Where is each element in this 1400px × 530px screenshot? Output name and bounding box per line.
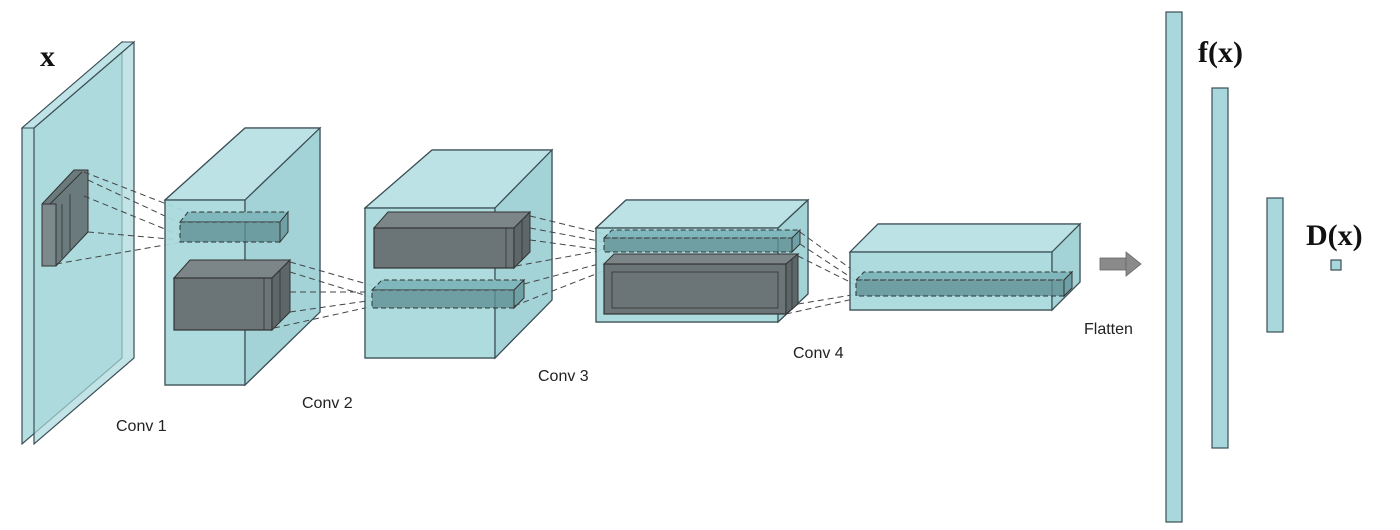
conv3-volume [594, 198, 810, 324]
input-receptive-field [41, 169, 89, 267]
connections-conv2-conv3 [513, 215, 607, 307]
flatten-arrow-icon [1099, 251, 1142, 277]
conv4-volume [848, 222, 1082, 312]
conv4-label: Conv 4 [793, 345, 844, 362]
hidden-vector [1266, 197, 1284, 333]
feature-label: f(x) [1198, 36, 1243, 69]
input-label: x [40, 40, 55, 73]
conv3-kernel-slab [602, 228, 802, 254]
conv1-label: Conv 1 [116, 418, 167, 435]
flatten-vector [1165, 11, 1183, 523]
conv2-kernel-slab [370, 278, 526, 310]
conv3-filter-block [602, 252, 800, 316]
conv4-kernel-slab [854, 270, 1074, 298]
flatten-label: Flatten [1084, 321, 1133, 338]
conv2-filter-block [372, 210, 532, 270]
connections-conv1-conv2 [273, 261, 375, 329]
conv3-label: Conv 3 [538, 368, 589, 385]
output-unit [1330, 259, 1342, 271]
conv1-kernel-slab [178, 210, 290, 244]
conv2-label: Conv 2 [302, 395, 353, 412]
connections-input-conv1 [55, 171, 183, 265]
output-label: D(x) [1306, 219, 1363, 252]
conv2-volume [363, 148, 554, 360]
feature-vector [1211, 87, 1229, 449]
connections-conv3-conv4 [785, 231, 859, 315]
conv1-filter-block [172, 258, 292, 332]
conv1-volume [163, 126, 322, 387]
input-image [20, 40, 136, 446]
